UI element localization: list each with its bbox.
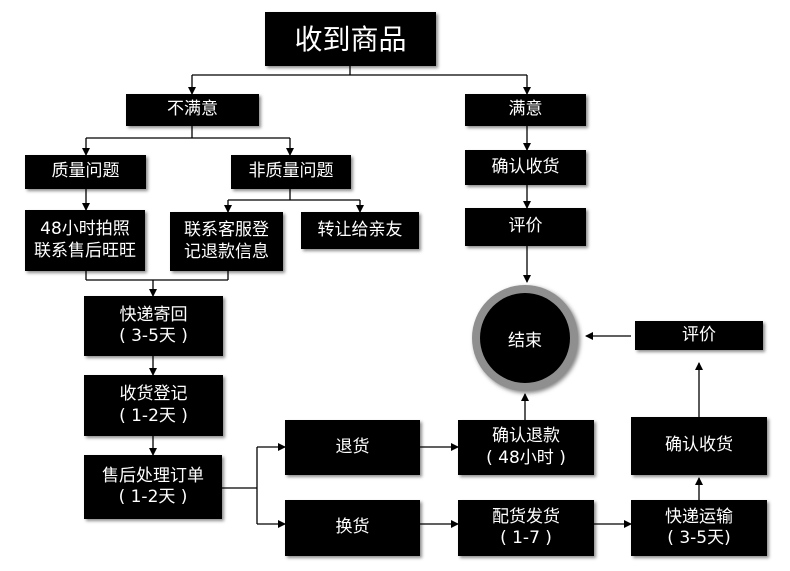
satisfied-node: 满意 — [465, 94, 586, 126]
unsatisfied-node: 不满意 — [126, 94, 259, 126]
quality-issue-node: 质量问题 — [25, 155, 146, 189]
photo-48h-node: 48小时拍照 联系售后旺旺 — [25, 210, 145, 271]
receipt-register-node: 收货登记 ( 1-2天 ) — [84, 375, 223, 436]
contact-service-node: 联系客服登 记退款信息 — [170, 212, 283, 271]
ship-replacement-node: 配货发货 ( 1-7 ) — [458, 500, 594, 556]
return-goods-node: 退货 — [285, 420, 420, 475]
transfer-node: 转让给亲友 — [301, 212, 419, 249]
review-right-node: 评价 — [635, 321, 763, 350]
exchange-goods-node: 换货 — [285, 500, 420, 556]
express-transit-node: 快递运输 ( 3-5天) — [631, 500, 767, 556]
confirm-receipt-right-node: 确认收货 — [631, 417, 767, 475]
non-quality-issue-node: 非质量问题 — [231, 155, 351, 189]
review-top-node: 评价 — [465, 208, 586, 246]
confirm-receipt-top-node: 确认收货 — [465, 150, 586, 185]
aftersale-order-node: 售后处理订单 ( 1-2天 ) — [84, 455, 222, 519]
confirm-refund-node: 确认退款 ( 48小时 ) — [458, 420, 594, 475]
receive-goods-node: 收到商品 — [265, 12, 436, 66]
end-node: 结束 — [480, 293, 570, 383]
express-return-node: 快递寄回 ( 3-5天 ) — [84, 296, 223, 356]
